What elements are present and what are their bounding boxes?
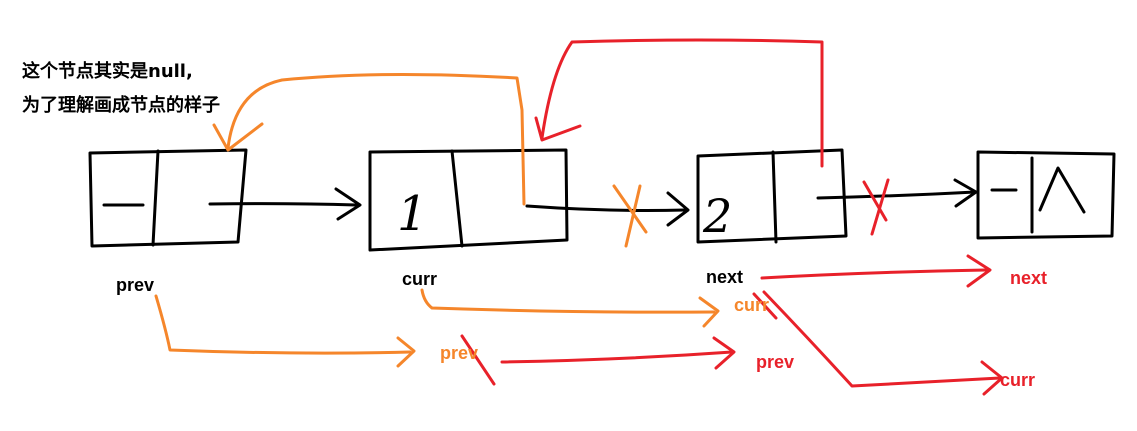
red-slash-curr	[752, 292, 778, 320]
node-2-box	[696, 148, 848, 244]
node-1: 1	[368, 148, 569, 252]
red-prev-move	[500, 350, 734, 364]
orange-curr-move-head	[698, 296, 720, 328]
red-next-move	[760, 268, 988, 280]
node-null-tail-box	[976, 150, 1116, 240]
orange-cut-2	[624, 184, 642, 248]
red-slash-prev	[460, 334, 496, 386]
node-1-divider	[450, 149, 464, 248]
red-curr-move-head	[980, 360, 1004, 396]
label-curr-orange: curr	[734, 295, 769, 315]
arrow-2-to-tail-head	[953, 178, 978, 208]
label-next-red: next	[1010, 268, 1047, 288]
node-null-prev	[88, 148, 248, 248]
red-reverse-pointer	[540, 38, 824, 168]
original-next-arrows	[208, 178, 978, 227]
label-next-initial: next	[706, 267, 743, 287]
orange-prev-move	[154, 294, 412, 355]
red-prev-move-head	[712, 336, 736, 370]
node-null-prev-divider	[151, 149, 160, 247]
label-curr-initial: curr	[402, 269, 437, 289]
orange-prev-move-head	[396, 336, 416, 368]
node-1-box	[368, 148, 569, 252]
node-1-value: 1	[397, 186, 428, 242]
arrow-prev-to-1	[208, 202, 358, 207]
node-2-value: 2	[702, 189, 732, 243]
node-2-divider	[771, 150, 778, 244]
label-prev-red: prev	[756, 352, 794, 372]
orange-reverse-pointer	[226, 72, 526, 206]
red-reverse-pointer-head	[534, 116, 582, 142]
orange-curr-move	[420, 288, 716, 314]
orange-cut-1	[612, 184, 648, 234]
node-null-tail	[976, 150, 1116, 240]
arrow-1-to-2	[525, 204, 687, 212]
red-step	[460, 38, 1004, 396]
arrow-1-to-2-head	[666, 191, 690, 227]
note-line-1: 这个节点其实是null,	[22, 60, 193, 82]
red-curr-move	[762, 290, 1002, 388]
orange-reverse-pointer-head	[212, 122, 264, 152]
orange-step	[154, 72, 720, 368]
label-curr-red: curr	[1000, 370, 1035, 390]
red-cut-1	[862, 180, 888, 222]
arrow-2-to-tail	[816, 190, 977, 200]
red-cut-2	[870, 178, 890, 236]
arrow-prev-to-1-head	[334, 187, 362, 221]
node-2: 2	[696, 148, 848, 244]
node-null-prev-box	[88, 148, 248, 248]
tail-backslash	[1038, 166, 1086, 214]
note-line-2: 为了理解画成节点的样子	[22, 94, 220, 116]
label-prev-initial: prev	[116, 275, 154, 295]
red-next-move-head	[966, 254, 992, 288]
label-prev-orange: prev	[440, 343, 478, 363]
